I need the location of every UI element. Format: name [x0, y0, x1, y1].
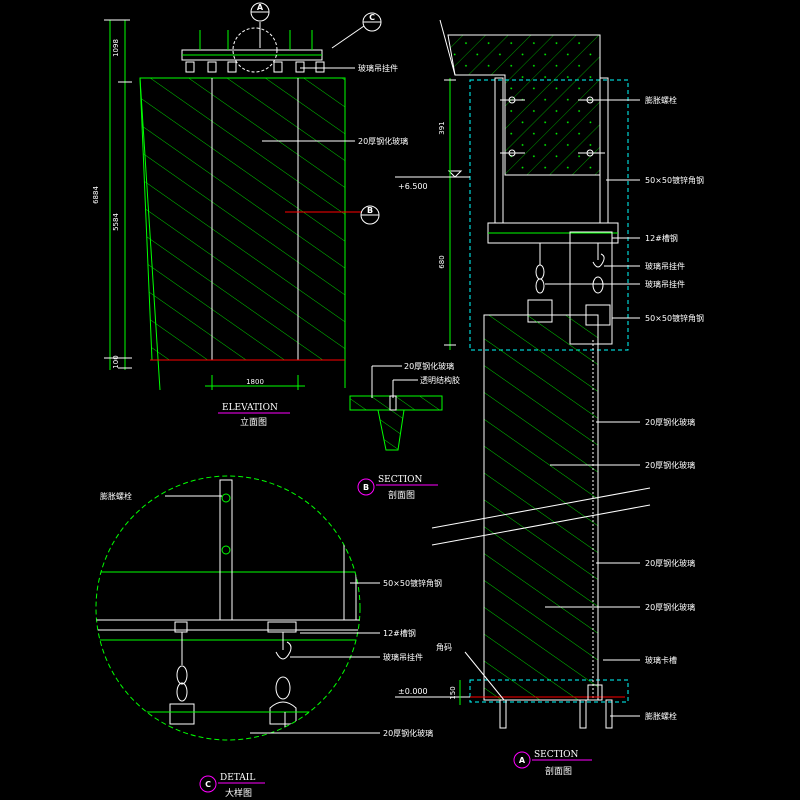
section-a-view: +6.500 ±0.000 391 680 150 — [395, 19, 704, 777]
section-b-bubble: B — [363, 483, 369, 492]
elevation-bubble-a: A — [257, 3, 264, 12]
detail-c-anchor-bolt-label: 膨胀螺栓 — [100, 491, 132, 501]
elevation-dim-total: 6884 — [92, 186, 100, 204]
section-a-glass2-label: 20厚钢化玻璃 — [645, 460, 695, 470]
section-a-angle-steel2-label: 50×50镀锌角钢 — [645, 313, 704, 323]
section-a-glass3-label: 20厚钢化玻璃 — [645, 558, 695, 568]
section-a-dim-d2: 680 — [438, 255, 446, 268]
detail-c-bubble: C — [205, 780, 211, 789]
section-a-anchor-bolt-label: 膨胀螺栓 — [645, 95, 677, 105]
detail-c-glass-label: 20厚钢化玻璃 — [383, 728, 433, 738]
section-a-hanger1-label: 玻璃吊挂件 — [645, 261, 685, 271]
elevation-dim-width: 1800 — [246, 378, 264, 386]
section-b-subtitle: 剖面图 — [388, 489, 415, 501]
section-b-glass-label: 20厚钢化玻璃 — [404, 361, 454, 371]
section-b-title: SECTION — [378, 475, 423, 485]
detail-c-subtitle: 大样图 — [225, 787, 252, 799]
detail-c-title: DETAIL — [220, 773, 255, 783]
elevation-subtitle: 立面图 — [240, 416, 267, 428]
section-a-hanger2-label: 玻璃吊挂件 — [645, 279, 685, 289]
elevation-hanger-label: 玻璃吊挂件 — [358, 63, 398, 73]
elevation-glass-panel — [139, 77, 346, 361]
elevation-hanger-fittings — [185, 61, 325, 73]
section-a-clip-label: 玻璃卡槽 — [645, 655, 677, 665]
section-a-level-top: +6.500 — [398, 182, 428, 191]
section-a-angle-steel-label: 50×50镀锌角钢 — [645, 175, 704, 185]
section-a-channel-label: 12#槽钢 — [645, 233, 678, 243]
elevation-dim-mid: 5584 — [112, 213, 120, 231]
section-a-glass4-label: 20厚钢化玻璃 — [645, 602, 695, 612]
section-a-title: SECTION — [534, 750, 579, 760]
section-a-subtitle: 剖面图 — [545, 765, 572, 777]
elevation-glass-label: 20厚钢化玻璃 — [358, 136, 408, 146]
detail-c-view: 膨胀螺栓 50×50镀锌角钢 12#槽钢 玻璃吊挂件 20厚钢化玻璃 C DET… — [95, 475, 442, 799]
elevation-bubble-c: C — [369, 13, 375, 22]
elevation-view: A C B 玻璃吊挂件 20厚钢化玻璃 6884 1098 5584 100 — [92, 2, 408, 428]
elevation-title: ELEVATION — [222, 403, 278, 413]
elevation-dim-top: 1098 — [112, 39, 120, 57]
section-a-anchor-bolt2-label: 膨胀螺栓 — [645, 711, 677, 721]
section-b-view: 20厚钢化玻璃 透明结构胶 B SECTION 剖面图 — [349, 361, 460, 501]
section-a-dim-d3: 150 — [449, 686, 457, 699]
section-b-sealant-label: 透明结构胶 — [420, 375, 460, 385]
section-a-angle-label: 角码 — [436, 642, 452, 652]
section-a-glass1-label: 20厚钢化玻璃 — [645, 417, 695, 427]
detail-c-channel-label: 12#槽钢 — [383, 628, 416, 638]
section-a-dim-d1: 391 — [438, 121, 446, 134]
detail-c-hanger-label: 玻璃吊挂件 — [383, 652, 423, 662]
section-a-level-bottom: ±0.000 — [398, 687, 428, 696]
elevation-dim-bottom: 100 — [112, 355, 120, 368]
section-a-bubble: A — [519, 756, 526, 765]
detail-c-angle-steel-label: 50×50镀锌角钢 — [383, 578, 442, 588]
elevation-bubble-b: B — [367, 206, 373, 215]
section-a-concrete-beam — [447, 34, 601, 176]
